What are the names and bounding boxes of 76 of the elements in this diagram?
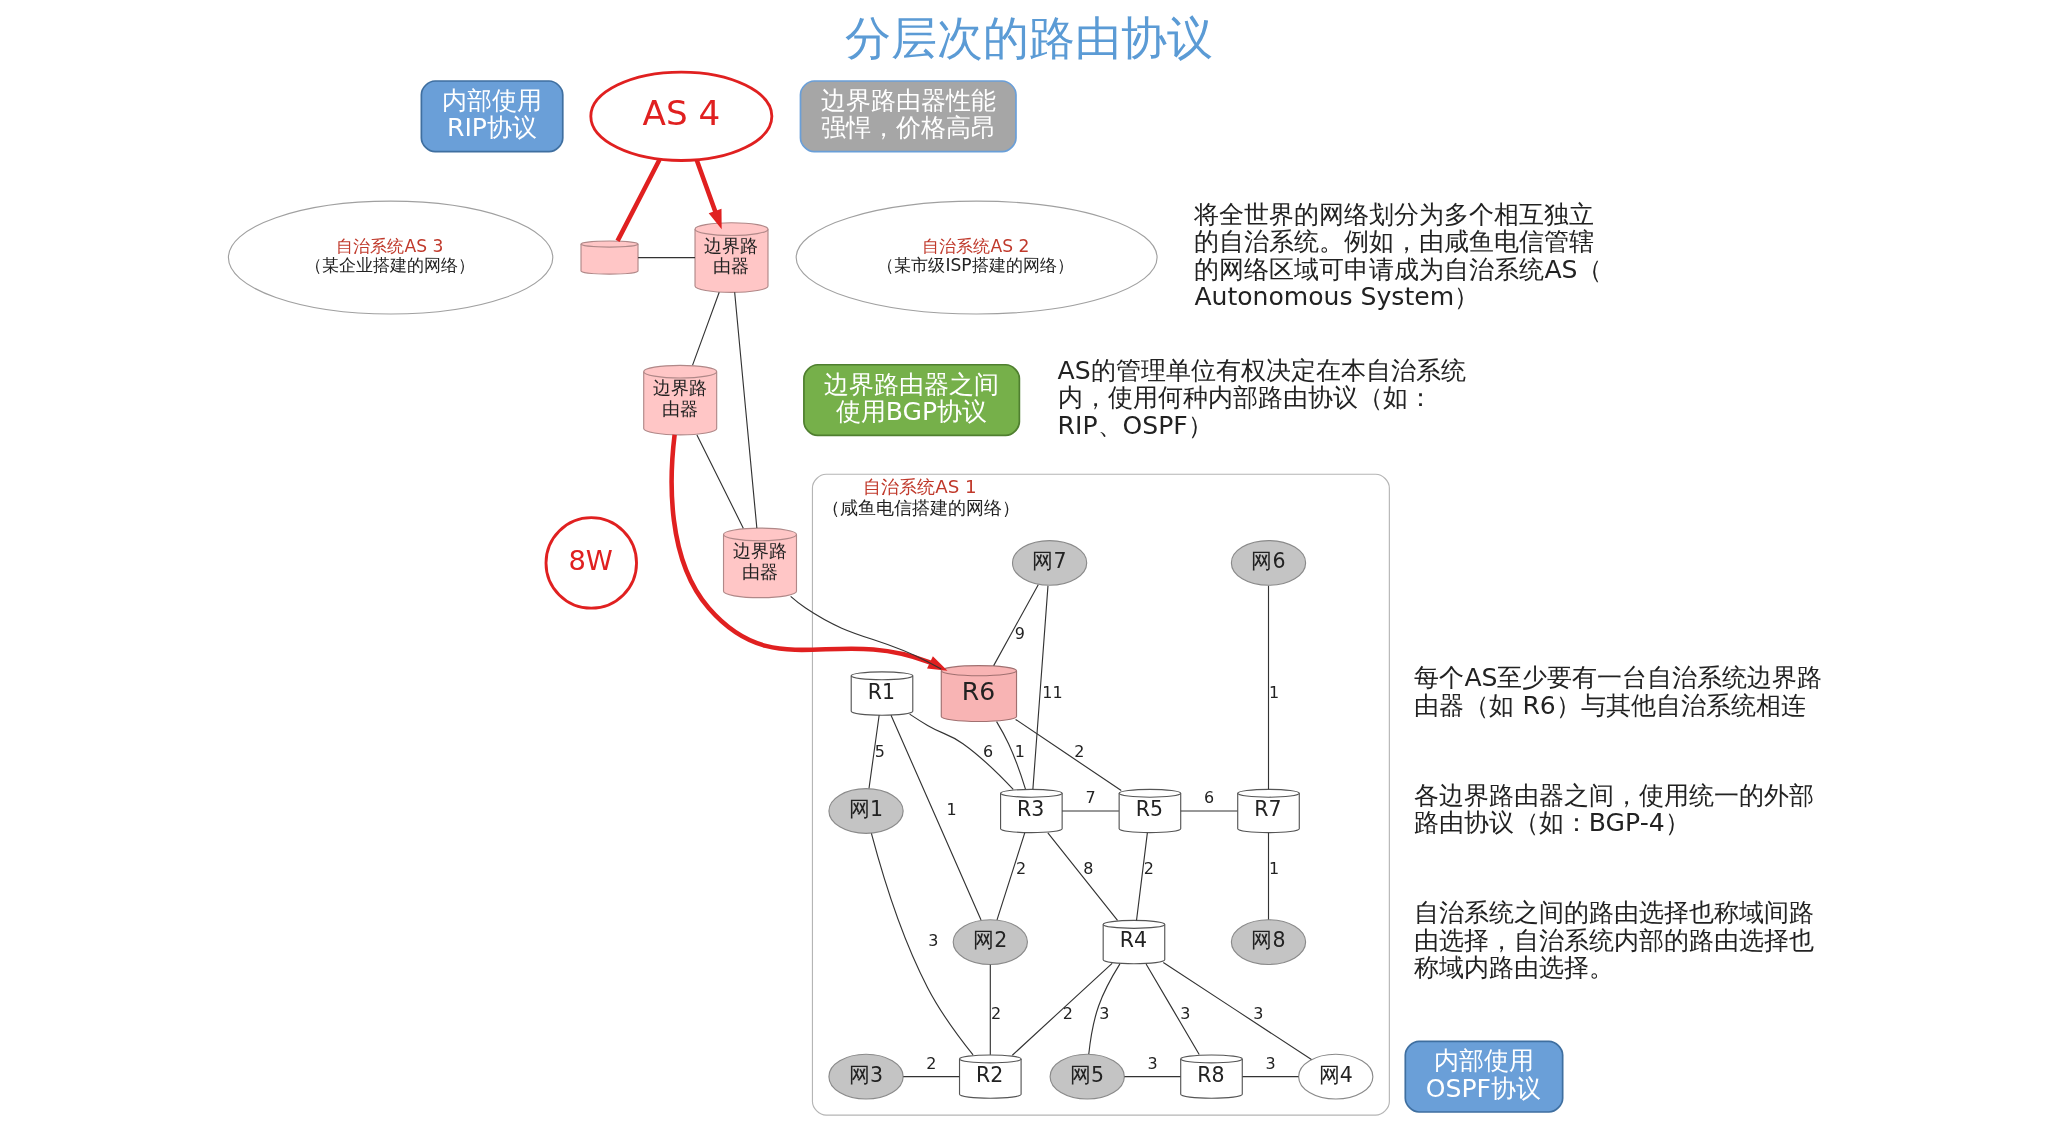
edge-label: 1: [1269, 858, 1280, 878]
edge-label: 3: [1147, 1053, 1158, 1073]
node-box: 边界路由器性能强悍，价格高昂: [799, 80, 1017, 153]
connector: [1162, 961, 1312, 1061]
connector: [1267, 585, 1270, 790]
connector: [1180, 810, 1238, 812]
edge-label: 2: [926, 1053, 937, 1073]
connector: [1145, 963, 1200, 1056]
connector: [615, 158, 662, 242]
connector: [1015, 718, 1122, 792]
edge-label: 1: [1269, 682, 1280, 702]
connector: [868, 714, 880, 789]
node-ellipse: 网1: [828, 788, 904, 834]
node-ellipse: 网2: [952, 919, 1028, 966]
connector: [890, 714, 982, 921]
connector: [870, 832, 974, 1056]
node-ellipse: 网4: [1298, 1053, 1374, 1100]
connector: [1061, 810, 1120, 812]
connector: [696, 434, 744, 529]
node-ellipse: 网3: [828, 1053, 904, 1100]
connector: [909, 713, 1014, 790]
label: 自治系统之间的路由选择也称域间路由选择，自治系统内部的路由选择也称域内路由选择。: [1413, 898, 1814, 982]
connector: [1032, 585, 1049, 790]
arrow: [669, 434, 948, 671]
connector: [1241, 1076, 1300, 1078]
edge-label: 11: [1042, 682, 1063, 702]
arrow: [694, 159, 722, 230]
connector: [996, 832, 1026, 921]
connector: [993, 584, 1039, 667]
node-ellipse: 网5: [1049, 1053, 1125, 1100]
node-box: 内部使用RIP协议: [420, 80, 564, 153]
edge-label: 2: [990, 1003, 1002, 1023]
edge-label: 3: [1253, 1003, 1264, 1023]
connector: [734, 291, 758, 529]
edge-label: 8: [1083, 858, 1094, 878]
diagram-title: 分层次的路由协议: [844, 11, 1213, 65]
label: 将全世界的网络划分为多个相互独立的自治系统。例如，由咸鱼电信管辖的网络区域可申请成为自治系统AS（Autonomous System）: [1194, 199, 1603, 312]
edge-label: 1: [946, 800, 957, 820]
edge-label: 2: [1016, 858, 1027, 878]
node-ellipse: 自治系统AS 2 （某市级ISP搭建的网络）: [795, 200, 1158, 315]
connector: [1267, 832, 1270, 921]
edge-label: 3: [1099, 1003, 1110, 1023]
edge-label: 6: [1204, 788, 1215, 808]
node-circle: 8W: [544, 516, 638, 610]
label: 各边界路由器之间，使用统一的外部路由协议（如：BGP-4）: [1413, 780, 1814, 838]
edge-label: 9: [1014, 624, 1026, 644]
connector: [1135, 832, 1148, 921]
connector: [1011, 962, 1113, 1056]
connector: [996, 721, 1027, 790]
connector: [1088, 963, 1121, 1055]
connector: [1123, 1076, 1182, 1078]
node-ellipse: 自治系统AS 3 （某企业搭建的网络）: [227, 200, 554, 315]
label: 每个AS至少要有一台自治系统边界路由器（如 R6）与其他自治系统相连: [1414, 663, 1823, 720]
node-box: 内部使用OSPF协议: [1404, 1040, 1564, 1113]
label: AS的管理单位有权决定在本自治系统内，使用何种内部路由协议（如：RIP、OSPF）: [1057, 356, 1466, 440]
edge-label: 3: [1265, 1053, 1276, 1073]
connector: [989, 964, 991, 1056]
connector: [692, 291, 720, 366]
edge-label: 3: [928, 931, 939, 951]
node-box: 边界路由器之间使用BGP协议: [803, 363, 1021, 437]
edge-label: 1: [1014, 741, 1026, 761]
node-ellipse: 网6: [1230, 540, 1307, 586]
node-ellipse: 网7: [1011, 540, 1088, 586]
connector: [1047, 832, 1119, 921]
edge-label: 7: [1085, 788, 1096, 808]
edge-label: 3: [1180, 1003, 1191, 1023]
connector: [902, 1076, 960, 1078]
node-ellipse: 网8: [1230, 919, 1307, 966]
edge-label: 6: [982, 741, 994, 761]
connector: [790, 595, 942, 670]
edge-label: 2: [1074, 741, 1085, 761]
node-ellipse: AS 4: [589, 70, 774, 162]
edge-label: 2: [1062, 1003, 1073, 1023]
edge-label: 2: [1143, 858, 1154, 878]
connector: [637, 257, 696, 259]
edge-label: 5: [874, 741, 885, 761]
